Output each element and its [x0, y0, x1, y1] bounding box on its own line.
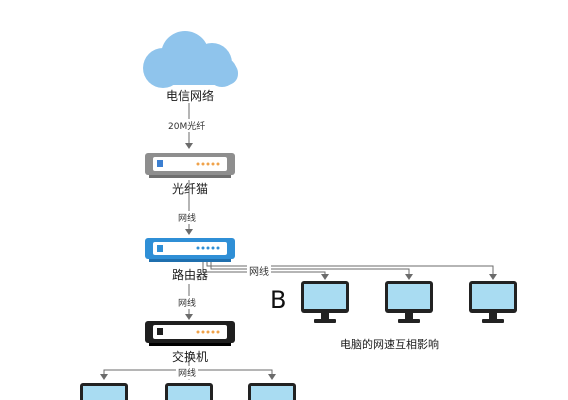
cloud-label: 电信网络: [165, 89, 214, 103]
monitor-icon: [80, 383, 128, 400]
monitor-icon: [469, 281, 517, 323]
group-b-caption: 电脑的网速互相影响: [340, 338, 439, 351]
switch-label: 交换机: [171, 350, 208, 364]
arrow-icon: [405, 274, 413, 280]
arrow-icon: [185, 229, 193, 235]
switch-icon: [145, 321, 235, 346]
arrow-icon: [100, 374, 108, 380]
edge-router-branch-2: [210, 258, 410, 276]
fiber-label: 20M光纤: [166, 119, 208, 132]
arrow-icon: [489, 274, 497, 280]
modem-router-label: 网线: [176, 211, 199, 224]
group-b-marker: B: [270, 286, 287, 314]
arrow-icon: [321, 274, 329, 280]
arrow-icon: [185, 314, 193, 320]
router-icon: [145, 238, 235, 262]
switch-branch-label: 网线: [176, 366, 199, 379]
arrow-icon: [268, 374, 276, 380]
router-switch-label: 网线: [176, 296, 199, 309]
monitor-icon: [165, 383, 213, 400]
router-label: 路由器: [171, 268, 208, 282]
monitor-icon: [385, 281, 433, 323]
modem-icon: [145, 153, 235, 178]
modem-label: 光纤猫: [171, 182, 208, 196]
arrow-icon: [185, 143, 193, 149]
cloud-icon: [143, 31, 238, 88]
monitor-icon: [248, 383, 296, 400]
router-branch-label: 网线: [247, 263, 271, 278]
monitor-icon: [301, 281, 349, 323]
